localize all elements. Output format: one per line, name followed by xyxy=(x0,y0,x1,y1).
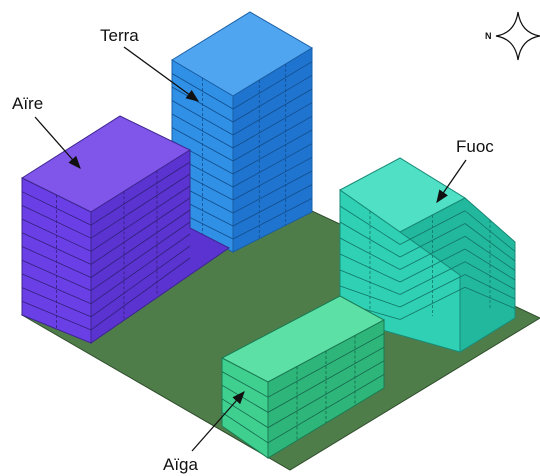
aiga-label-group: Aïga xyxy=(163,391,245,474)
aire-label-group: Aïre xyxy=(12,94,81,169)
aire-arrow xyxy=(34,116,81,169)
terra-label-group: Terra xyxy=(100,26,200,102)
north-label: N xyxy=(485,31,492,41)
fuoc-arrow xyxy=(436,159,467,204)
terra-building xyxy=(171,11,313,253)
fuoc-label: Fuoc xyxy=(456,137,494,156)
fuoc-building xyxy=(339,157,516,353)
fuoc-label-group: Fuoc xyxy=(436,137,494,204)
aire-label: Aïre xyxy=(12,94,43,113)
compass-rose-icon: N xyxy=(485,11,540,61)
aiga-label: Aïga xyxy=(163,455,199,474)
aire-building xyxy=(20,115,230,344)
terra-label: Terra xyxy=(100,26,139,45)
aiga-building xyxy=(220,295,386,459)
terra-arrow xyxy=(123,46,200,102)
aiga-arrow xyxy=(191,391,245,452)
